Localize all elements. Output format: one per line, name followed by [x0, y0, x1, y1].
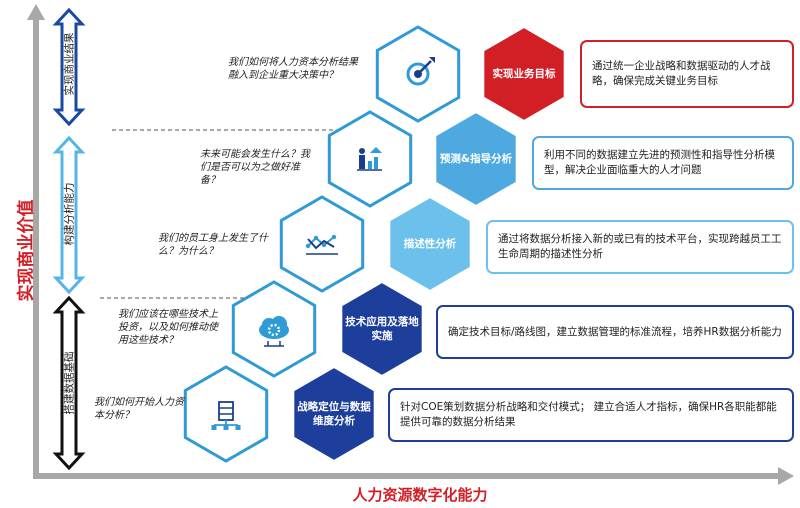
stage-arrow-data-foundation	[52, 295, 86, 471]
line-chart-icon	[305, 234, 338, 255]
description-box-level-1: 通过统一企业战略和数据驱动的人才战略，确保完成关键业务目标	[580, 40, 794, 108]
server-icon	[211, 401, 241, 430]
hex-filled-business-goals	[482, 25, 566, 123]
target-icon	[406, 57, 435, 86]
question-level-2: 未来可能会发生什么？我们是否可以为之做好准备？	[200, 149, 310, 186]
description-text-level-5: 针对COE策划数据分析战略和交付模式； 建立合适人才指标，确保HR各职能都能提供…	[400, 401, 777, 428]
description-text-level-2: 利用不同的数据建立先进的预测性和指导性分析模型，解决企业面临重大的人才问题	[544, 149, 775, 176]
question-level-3: 我们的员工身上发生了什么？为什么？	[158, 233, 268, 257]
stage-arrow-business-results	[52, 7, 86, 127]
stage-label-analytics-capability: 构建分析能力	[63, 182, 76, 246]
hex-outline-predictive-analytics	[327, 110, 413, 208]
growth-chart-icon	[357, 147, 382, 171]
description-text-level-3: 通过将数据分析接入新的或已有的技术平台，实现跨越员工工生命周期的描述性分析	[498, 233, 782, 260]
cloud-gear-icon	[259, 316, 289, 347]
hex-filled-strategy-positioning	[292, 365, 376, 463]
question-level-4: 我们应该在哪些技术上投资，以及如何推动使用这些技术？	[118, 309, 218, 346]
description-box-level-3: 通过将数据分析接入新的或已有的技术平台，实现跨越员工工生命周期的描述性分析	[486, 220, 794, 274]
y-axis-arrowhead	[27, 4, 45, 20]
description-box-level-4: 确定技术目标/路线图，建立数据管理的标准流程，培养HR数据分析能力	[436, 305, 794, 359]
question-level-1: 我们如何将人力资本分析结果融入到企业重大决策中？	[228, 57, 358, 81]
description-text-level-4: 确定技术目标/路线图，建立数据管理的标准流程，培养HR数据分析能力	[448, 325, 782, 338]
hex-filled-predictive-analytics	[434, 110, 518, 208]
x-axis-arrowhead	[778, 467, 794, 485]
x-axis-label: 人力资源数字化能力	[352, 486, 488, 504]
description-text-level-1: 通过统一企业战略和数据驱动的人才战略，确保完成关键业务目标	[592, 60, 771, 87]
hex-filled-technology-implementation	[340, 280, 424, 378]
description-box-level-5: 针对COE策划数据分析战略和交付模式； 建立合适人才指标，确保HR各职能都能提供…	[388, 388, 794, 442]
hex-title-predictive-analytics: 预测&指导分析	[439, 153, 513, 165]
question-level-5: 我们如何开始人力资本分析？	[94, 397, 184, 421]
hex-title-technology-implementation: 技术应用及落地实施	[345, 316, 419, 342]
hex-title-strategy-positioning: 战略定位与数据维度分析	[297, 401, 371, 427]
hex-filled-descriptive-analytics	[388, 195, 472, 293]
hex-title-descriptive-analytics: 描述性分析	[403, 238, 457, 250]
hex-title-business-goals: 实现业务目标	[492, 68, 556, 80]
stage-arrow-analytics-capability	[52, 135, 86, 295]
description-box-level-2: 利用不同的数据建立先进的预测性和指导性分析模型，解决企业面临重大的人才问题	[532, 136, 794, 190]
y-axis-label: 实现商业价值	[16, 199, 37, 302]
stage-label-business-results: 实现商业结果	[63, 32, 76, 96]
stage-label-data-foundation: 搭建数据基础	[63, 351, 76, 415]
